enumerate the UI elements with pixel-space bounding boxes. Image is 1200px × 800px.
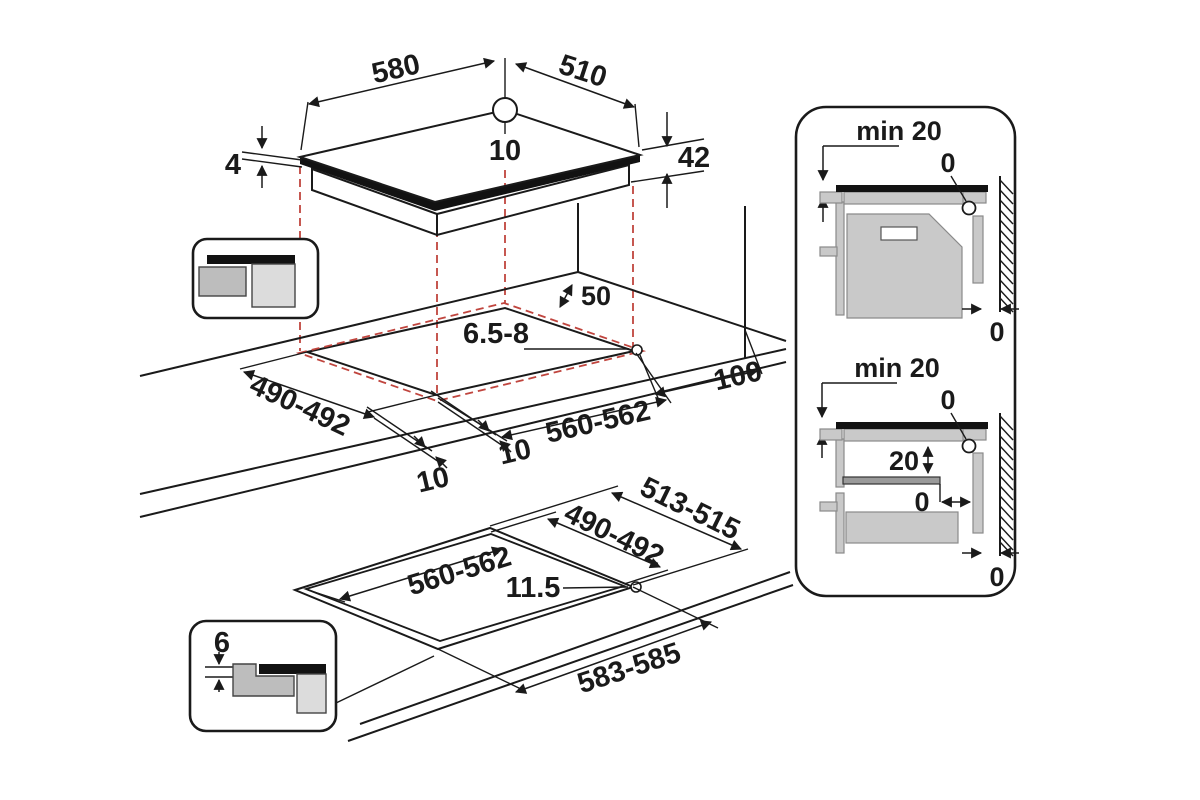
- svg-text:42: 42: [678, 142, 710, 174]
- right-wall-base: [577, 271, 787, 342]
- min-clearance-label-2: min 20: [854, 353, 940, 383]
- svg-text:583-585: 583-585: [574, 637, 685, 700]
- inset-leader-line: [335, 655, 435, 704]
- svg-text:580: 580: [369, 48, 423, 90]
- shelf: [842, 476, 941, 485]
- dim-side-clearance: 100: [639, 329, 765, 399]
- hob-clamp-right-2: [962, 428, 987, 441]
- dim-overhang-front: 10: [366, 406, 453, 499]
- hob-isometric-view: 10 580 510 4 42: [225, 48, 710, 398]
- dim-flush-corner-radius: 11.5: [506, 572, 629, 604]
- inset1-hob-glass: [207, 255, 295, 264]
- svg-text:10: 10: [496, 433, 535, 471]
- wall-gap-marker-1: [961, 200, 977, 216]
- svg-text:510: 510: [555, 49, 611, 94]
- cabinet-side-panel-2: [972, 452, 984, 534]
- svg-text:490-492: 490-492: [245, 369, 355, 443]
- hob-glass-edge: [300, 155, 640, 211]
- dim-rear-centre-offset: 10: [489, 135, 521, 167]
- wall-hatch-1: [999, 179, 1014, 313]
- hob-clamp-left-1: [819, 191, 843, 204]
- hob-footprint-dashed: [295, 302, 647, 402]
- drawer: [845, 511, 959, 544]
- svg-text:4: 4: [225, 149, 241, 181]
- svg-text:11.5: 11.5: [506, 572, 561, 604]
- cabinet-left-panel-2b: [835, 492, 845, 554]
- svg-text:10: 10: [414, 461, 453, 499]
- inset1-cabinet: [251, 263, 296, 308]
- cabinet-left-panel-1: [835, 201, 845, 316]
- min-clearance-label-1: min 20: [856, 116, 942, 146]
- dim-rear-clearance: 50: [559, 281, 611, 311]
- dim-shelf-gap: 0: [914, 484, 972, 517]
- side-gap-label-1: 0: [989, 317, 1004, 347]
- hob-glass-section-1: [836, 185, 988, 192]
- wall-hatch-2: [999, 415, 1014, 557]
- cabinet-left-tab-1: [819, 246, 838, 257]
- worktop-front-edge: [139, 348, 787, 495]
- svg-text:6.5-8: 6.5-8: [463, 318, 529, 350]
- flush-cutout-view: 513-515 490-492 560-562 11.5 583-585: [292, 471, 794, 742]
- side-gap-label-2: 0: [989, 562, 1004, 592]
- oven-display: [880, 226, 918, 241]
- dim-width: 580: [241, 48, 496, 161]
- dim-body-height: 42: [630, 112, 710, 208]
- dim-overhang-side: 10: [430, 390, 535, 471]
- oven: [846, 213, 963, 319]
- inset2-hob-glass: [259, 664, 326, 674]
- dim-cutout-depth: 490-492: [239, 351, 437, 443]
- flush-install-inset: 6: [188, 619, 338, 733]
- hob-glass-section-2: [836, 422, 988, 429]
- dim-hob-to-shelf: 20: [889, 445, 934, 476]
- dim-recess-depth: 6: [214, 627, 230, 659]
- section-above-shelf: min 20 0 20: [816, 353, 1019, 592]
- wall-gap-label-2: 0: [940, 385, 955, 415]
- inset2-worktop-step: [232, 663, 295, 697]
- dim-corner-radius: 6.5-8: [463, 318, 629, 350]
- rear-centre-marker: [492, 97, 518, 123]
- wall-gap-label-1: 0: [940, 148, 955, 178]
- cabinet-left-tab-2: [819, 501, 838, 512]
- svg-text:560-562: 560-562: [543, 395, 654, 450]
- cabinet-side-panel-1: [972, 215, 984, 284]
- hob-body-section-2: [843, 428, 973, 442]
- hob-glass-top: [296, 108, 644, 204]
- svg-text:50: 50: [581, 281, 611, 311]
- hob-body-section-1: [843, 191, 973, 205]
- svg-text:20: 20: [889, 446, 919, 476]
- standard-install-inset: [191, 237, 320, 320]
- inset1-oven: [198, 266, 247, 297]
- hob-body-right-face: [436, 163, 630, 237]
- rear-wall-base: [139, 271, 579, 377]
- clearance-panel: min 20 0 0 min 20: [794, 105, 1019, 598]
- dim-glass-thickness: 4: [225, 126, 303, 188]
- hob-clamp-left-2: [819, 428, 843, 441]
- wall-gap-marker-2: [961, 438, 977, 454]
- svg-text:0: 0: [914, 487, 929, 517]
- svg-text:490-492: 490-492: [559, 497, 669, 572]
- svg-text:100: 100: [711, 355, 765, 397]
- section-above-oven: min 20 0 0: [817, 116, 1019, 347]
- inset2-cabinet: [296, 673, 327, 714]
- dim-depth: 510: [514, 49, 640, 148]
